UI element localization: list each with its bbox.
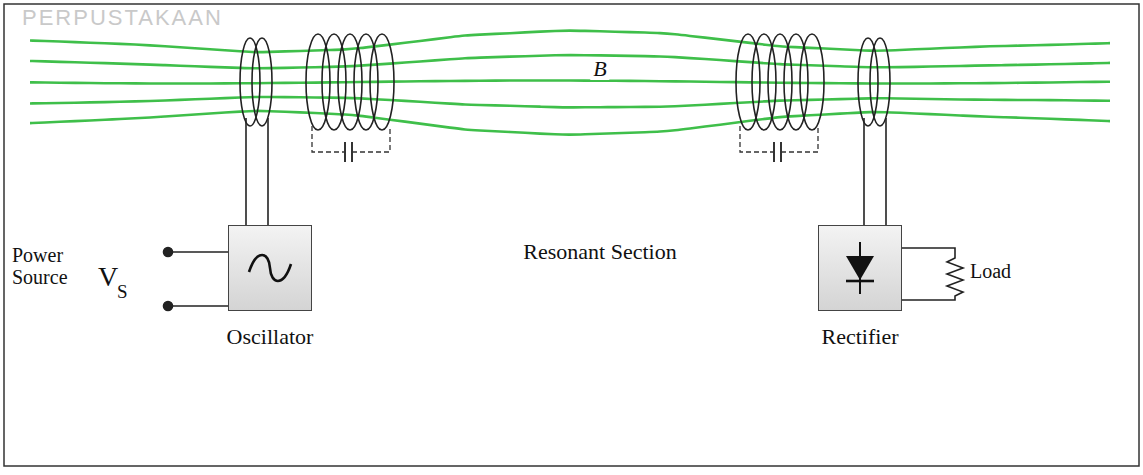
field-line [30, 81, 1110, 84]
oscillator-box: Oscillator [228, 225, 312, 311]
coil-loop [370, 34, 394, 130]
coil-loop [752, 34, 776, 130]
field-line [30, 97, 1110, 107]
capacitor-symbol [740, 126, 818, 162]
field-symbol: B [590, 58, 609, 80]
coil-loop [354, 34, 378, 130]
watermark: PERPUSTAKAAN [22, 6, 223, 30]
field-line [30, 55, 1110, 68]
frame [4, 4, 1139, 466]
diode-bar [846, 280, 874, 283]
sine-symbol [229, 226, 310, 309]
coil-loop [306, 34, 330, 130]
voltage-subscript: S [117, 282, 128, 303]
power-terminals [164, 248, 229, 311]
field-line [30, 111, 1110, 135]
coil-leads [246, 118, 886, 225]
coil-loop [736, 34, 760, 130]
section-label: Resonant Section [523, 240, 676, 264]
coil-loop [870, 38, 890, 126]
node-label: Oscillator [227, 324, 314, 350]
node-label: Rectifier [822, 324, 899, 350]
resistor-symbol [902, 248, 963, 300]
coil-loop [252, 38, 272, 126]
coil-loop [800, 34, 824, 130]
rectifier-box: Rectifier [818, 225, 902, 311]
coil-loop [858, 38, 878, 126]
magnetic-field-lines [30, 31, 1110, 135]
load-label: Load [970, 260, 1011, 282]
coil-loop [240, 38, 260, 126]
sine-wave [249, 255, 291, 281]
source-label: Power Source [12, 244, 86, 288]
coil-loop [338, 34, 362, 130]
capacitor-symbol [312, 126, 390, 162]
coil-loop [322, 34, 346, 130]
coils [240, 34, 890, 130]
voltage-symbol: V [98, 262, 118, 293]
diode-triangle [846, 256, 874, 280]
coil-loop [784, 34, 808, 130]
field-line [30, 31, 1110, 52]
diode-symbol [819, 226, 900, 309]
coil-loop [768, 34, 792, 130]
